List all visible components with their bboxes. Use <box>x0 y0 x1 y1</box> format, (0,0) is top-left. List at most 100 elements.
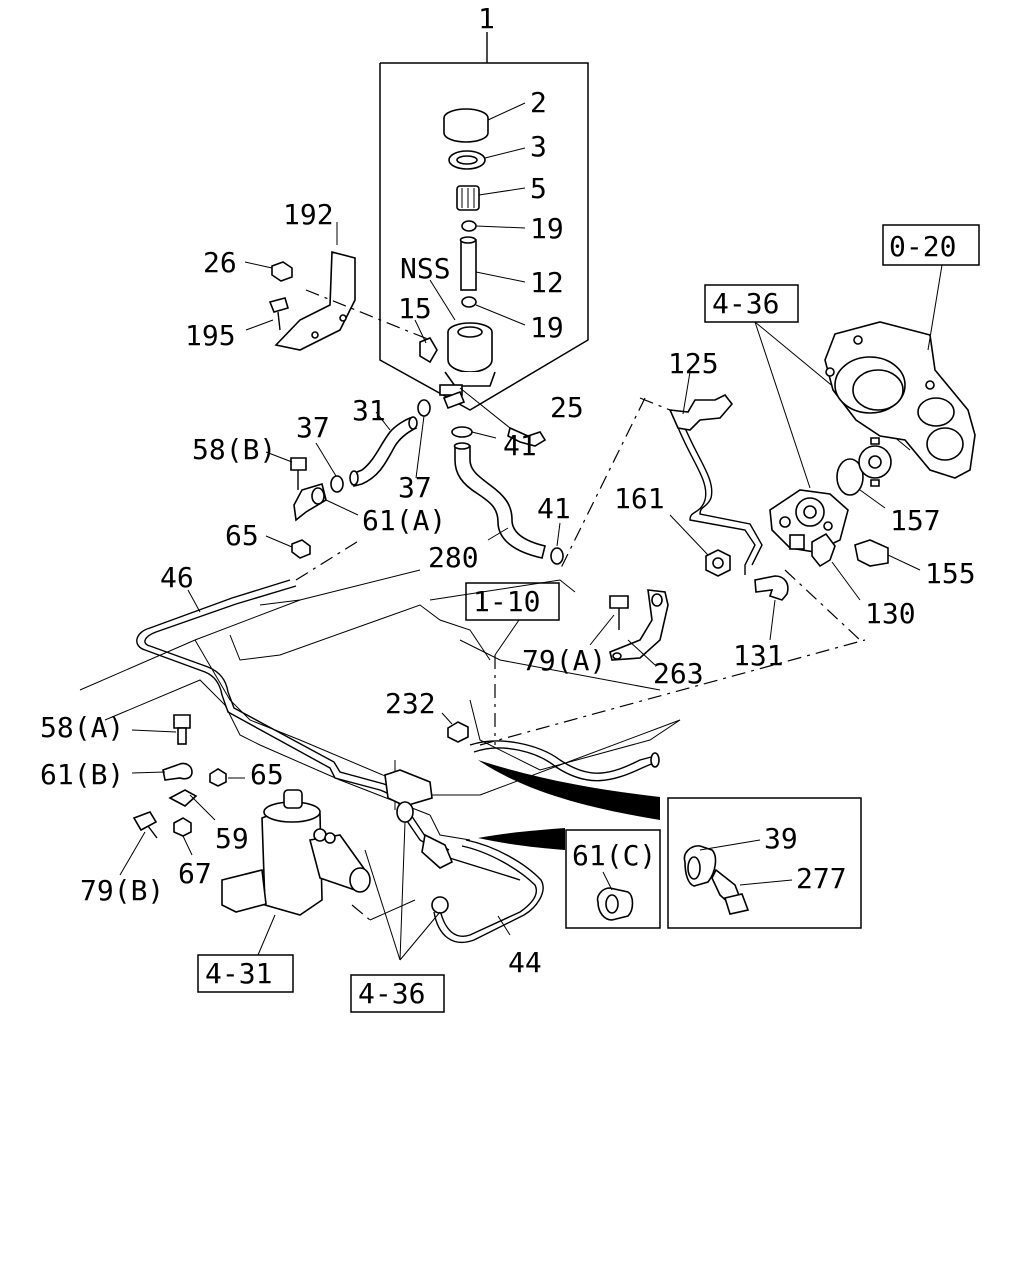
callout-5: 5 <box>530 172 547 205</box>
callout-65-upper: 65 <box>225 519 259 552</box>
fitting-130 <box>811 532 861 601</box>
bolt-58b <box>265 451 307 490</box>
bolt-155 <box>854 539 921 571</box>
callout-192: 192 <box>283 198 334 231</box>
ref-box-4-36-lower <box>350 974 445 1013</box>
nut-65a <box>265 535 311 559</box>
reservoir-cap <box>443 108 489 143</box>
elbow-131 <box>754 575 789 641</box>
callout-26: 26 <box>203 246 237 279</box>
callout-61b: 61(B) <box>40 758 124 791</box>
nut-26 <box>244 261 293 282</box>
callout-labels: 1 2 3 5 19 12 19 NSS 192 26 195 15 25 31… <box>40 2 976 979</box>
reference-labels: 0-20 4-36 1-10 4-31 4-36 <box>205 230 956 1010</box>
reservoir-group-frame <box>379 32 589 411</box>
clamp-37-upper <box>415 399 431 479</box>
callout-1: 1 <box>478 2 495 35</box>
ref-label-4-36-lower: 4-36 <box>358 977 425 1010</box>
callout-79a: 79(A) <box>522 644 606 677</box>
ref-box-4-31 <box>197 954 294 993</box>
bracket-192 <box>274 222 356 351</box>
bracket-263 <box>609 589 669 666</box>
callout-2: 2 <box>530 86 547 119</box>
o-ring-157 <box>836 458 886 509</box>
clamp-41-upper <box>451 426 497 439</box>
callout-277: 277 <box>796 862 847 895</box>
callout-19-upper: 19 <box>530 212 564 245</box>
hose-280 <box>453 442 546 559</box>
callout-25: 25 <box>550 391 584 424</box>
reservoir-tank <box>439 322 496 396</box>
pipe-44 <box>433 839 544 944</box>
detail-box-39-277 <box>667 797 862 929</box>
bolt-79b <box>119 811 158 876</box>
nut-67 <box>173 817 193 856</box>
callout-12: 12 <box>530 266 564 299</box>
reservoir-seal <box>448 150 486 170</box>
pipe-return <box>469 639 866 782</box>
nut-232 <box>441 712 469 743</box>
callout-nss: NSS <box>400 252 451 285</box>
ref-box-0-20 <box>882 224 980 266</box>
reservoir-strainer <box>456 185 480 211</box>
callout-131: 131 <box>733 639 784 672</box>
callout-79b: 79(B) <box>80 874 164 907</box>
callout-67: 67 <box>178 857 212 890</box>
callout-31: 31 <box>352 394 386 427</box>
callout-46: 46 <box>160 561 194 594</box>
reservoir-pipe <box>459 236 477 291</box>
callout-263: 263 <box>653 657 704 690</box>
hose-junction <box>364 769 454 961</box>
callout-125: 125 <box>668 347 719 380</box>
pump-body <box>769 489 849 553</box>
callout-58a: 58(A) <box>40 711 124 744</box>
hose-31 <box>349 411 418 487</box>
callout-15: 15 <box>398 292 432 325</box>
ref-label-4-36-upper: 4-36 <box>712 287 779 320</box>
clamp-61b <box>131 762 193 781</box>
callout-37-lower: 37 <box>398 471 432 504</box>
bolt-195 <box>245 297 289 331</box>
callout-130: 130 <box>865 597 916 630</box>
clamp-41-lower <box>550 522 564 565</box>
callout-59: 59 <box>215 822 249 855</box>
reservoir-o-ring-lower <box>461 296 477 308</box>
bracket-59 <box>168 789 216 821</box>
callout-61c: 61(C) <box>572 839 656 872</box>
callout-41-upper: 41 <box>503 429 537 462</box>
callout-58b: 58(B) <box>192 433 276 466</box>
clamp-61a <box>293 482 359 522</box>
steering-gear <box>221 789 371 956</box>
callout-157: 157 <box>890 504 941 537</box>
detail-arrow-lower <box>478 828 565 850</box>
bolt-58a <box>131 714 191 745</box>
ref-label-4-31: 4-31 <box>205 957 272 990</box>
callout-161: 161 <box>614 482 665 515</box>
clip-15 <box>414 319 438 364</box>
detail-box-61c <box>565 829 661 929</box>
ref-box-1-10 <box>465 582 560 656</box>
callout-195: 195 <box>185 319 236 352</box>
callout-37-upper: 37 <box>296 411 330 444</box>
callout-61a: 61(A) <box>362 504 446 537</box>
callout-155: 155 <box>925 557 976 590</box>
callout-280: 280 <box>428 541 479 574</box>
detail-arrow-upper <box>478 760 660 820</box>
reservoir-o-ring-upper <box>461 220 477 232</box>
callout-39: 39 <box>764 822 798 855</box>
timing-cover <box>824 264 976 479</box>
callout-41-lower: 41 <box>537 492 571 525</box>
nut-65b <box>209 768 245 787</box>
pump-drive-gear <box>858 437 892 487</box>
ref-label-1-10: 1-10 <box>473 585 540 618</box>
bolt-79a <box>589 595 629 646</box>
callout-65-lower: 65 <box>250 758 284 791</box>
callout-44: 44 <box>508 946 542 979</box>
bolt-25 <box>459 387 547 447</box>
ref-box-4-36-upper <box>704 284 799 323</box>
clamp-37-lower <box>315 442 344 493</box>
hose-small-connector <box>442 390 466 410</box>
ref-label-0-20: 0-20 <box>889 230 956 263</box>
